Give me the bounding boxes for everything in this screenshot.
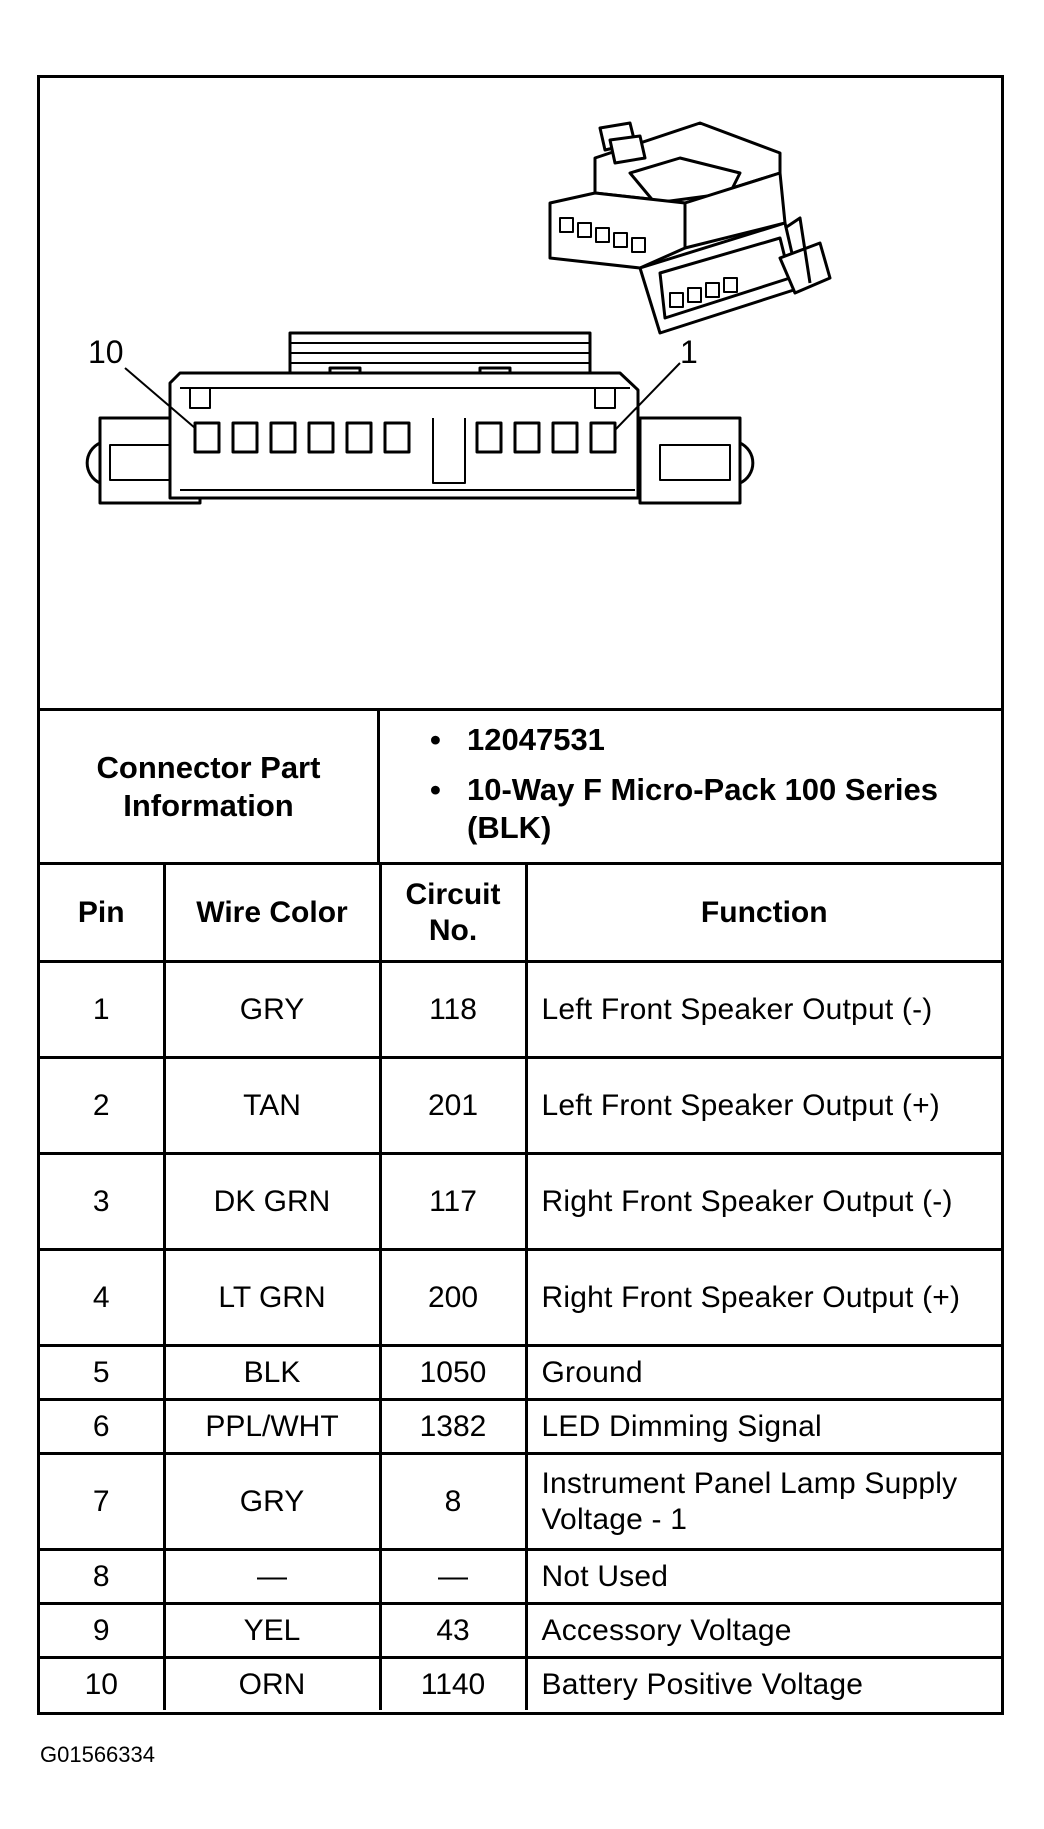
wire-color-cell: GRY xyxy=(162,960,380,1058)
connector-3d-view xyxy=(548,121,832,335)
circuit-cell: 117 xyxy=(378,1152,526,1250)
header-circuit-no: Circuit No. xyxy=(378,862,526,962)
circuit-cell: 201 xyxy=(378,1056,526,1154)
header-wire-color: Wire Color xyxy=(162,862,380,962)
table-row: 5 BLK 1050 Ground xyxy=(40,1344,1001,1400)
circuit-cell: 1382 xyxy=(378,1398,526,1454)
table-header-row: Pin Wire Color Circuit No. Function xyxy=(40,862,1001,962)
circuit-cell: 8 xyxy=(378,1452,526,1550)
wire-color-cell: YEL xyxy=(162,1602,380,1658)
table-row: 4 LT GRN 200 Right Front Speaker Output … xyxy=(40,1248,1001,1346)
circuit-cell: 1050 xyxy=(378,1344,526,1400)
part-number: 12047531 xyxy=(430,721,1001,759)
pinout-table: Pin Wire Color Circuit No. Function 1 GR… xyxy=(40,862,1001,1710)
function-cell: Ground xyxy=(524,1344,1001,1400)
pin-cell: 9 xyxy=(40,1602,164,1658)
pin-cell: 8 xyxy=(40,1548,164,1604)
connector-part-info: Connector Part Information 12047531 10-W… xyxy=(40,708,1001,862)
connector-part-label-cell: Connector Part Information xyxy=(40,711,380,862)
circuit-cell: 1140 xyxy=(378,1656,526,1710)
header-pin: Pin xyxy=(40,862,164,962)
wire-color-cell: ORN xyxy=(162,1656,380,1710)
function-cell: LED Dimming Signal xyxy=(524,1398,1001,1454)
pin-cell: 4 xyxy=(40,1248,164,1346)
circuit-cell: 200 xyxy=(378,1248,526,1346)
circuit-cell: 43 xyxy=(378,1602,526,1658)
wire-color-cell: PPL/WHT xyxy=(162,1398,380,1454)
function-cell: Accessory Voltage xyxy=(524,1602,1001,1658)
pin-cell: 2 xyxy=(40,1056,164,1154)
connector-diagram-frame: 10 1 Connector Part Information 12047531… xyxy=(37,75,1004,1715)
function-cell: Instrument Panel Lamp Supply Voltage - 1 xyxy=(524,1452,1001,1550)
connector-drawing: 10 1 xyxy=(85,121,832,505)
function-cell: Left Front Speaker Output (-) xyxy=(524,960,1001,1058)
connector-front-view xyxy=(85,331,755,505)
wire-color-cell: — xyxy=(162,1548,380,1604)
pin-cell: 6 xyxy=(40,1398,164,1454)
wire-color-cell: BLK xyxy=(162,1344,380,1400)
function-cell: Left Front Speaker Output (+) xyxy=(524,1056,1001,1154)
wire-color-cell: DK GRN xyxy=(162,1152,380,1250)
table-row: 6 PPL/WHT 1382 LED Dimming Signal xyxy=(40,1398,1001,1454)
wire-color-cell: LT GRN xyxy=(162,1248,380,1346)
table-row: 10 ORN 1140 Battery Positive Voltage xyxy=(40,1656,1001,1710)
connector-part-details: 12047531 10-Way F Micro-Pack 100 Series … xyxy=(380,711,1001,862)
wire-color-cell: TAN xyxy=(162,1056,380,1154)
circuit-cell: 118 xyxy=(378,960,526,1058)
function-cell: Right Front Speaker Output (-) xyxy=(524,1152,1001,1250)
table-row: 8 — — Not Used xyxy=(40,1548,1001,1604)
table-row: 2 TAN 201 Left Front Speaker Output (+) xyxy=(40,1056,1001,1154)
table-row: 1 GRY 118 Left Front Speaker Output (-) xyxy=(40,960,1001,1058)
connector-part-label: Connector Part Information xyxy=(96,749,321,823)
pin-cell: 10 xyxy=(40,1656,164,1710)
table-row: 9 YEL 43 Accessory Voltage xyxy=(40,1602,1001,1658)
pin-1-label: 1 xyxy=(680,334,698,370)
wire-color-cell: GRY xyxy=(162,1452,380,1550)
pin-cell: 5 xyxy=(40,1344,164,1400)
function-cell: Battery Positive Voltage xyxy=(524,1656,1001,1710)
pin-cell: 3 xyxy=(40,1152,164,1250)
part-description: 10-Way F Micro-Pack 100 Series (BLK) xyxy=(430,771,1001,847)
figure-id: G01566334 xyxy=(40,1742,155,1767)
table-row: 3 DK GRN 117 Right Front Speaker Output … xyxy=(40,1152,1001,1250)
function-cell: Right Front Speaker Output (+) xyxy=(524,1248,1001,1346)
pin-cell: 1 xyxy=(40,960,164,1058)
function-cell: Not Used xyxy=(524,1548,1001,1604)
header-function: Function xyxy=(524,862,1001,962)
circuit-cell: — xyxy=(378,1548,526,1604)
table-row: 7 GRY 8 Instrument Panel Lamp Supply Vol… xyxy=(40,1452,1001,1550)
pin-cell: 7 xyxy=(40,1452,164,1550)
pin-10-label: 10 xyxy=(88,334,124,370)
